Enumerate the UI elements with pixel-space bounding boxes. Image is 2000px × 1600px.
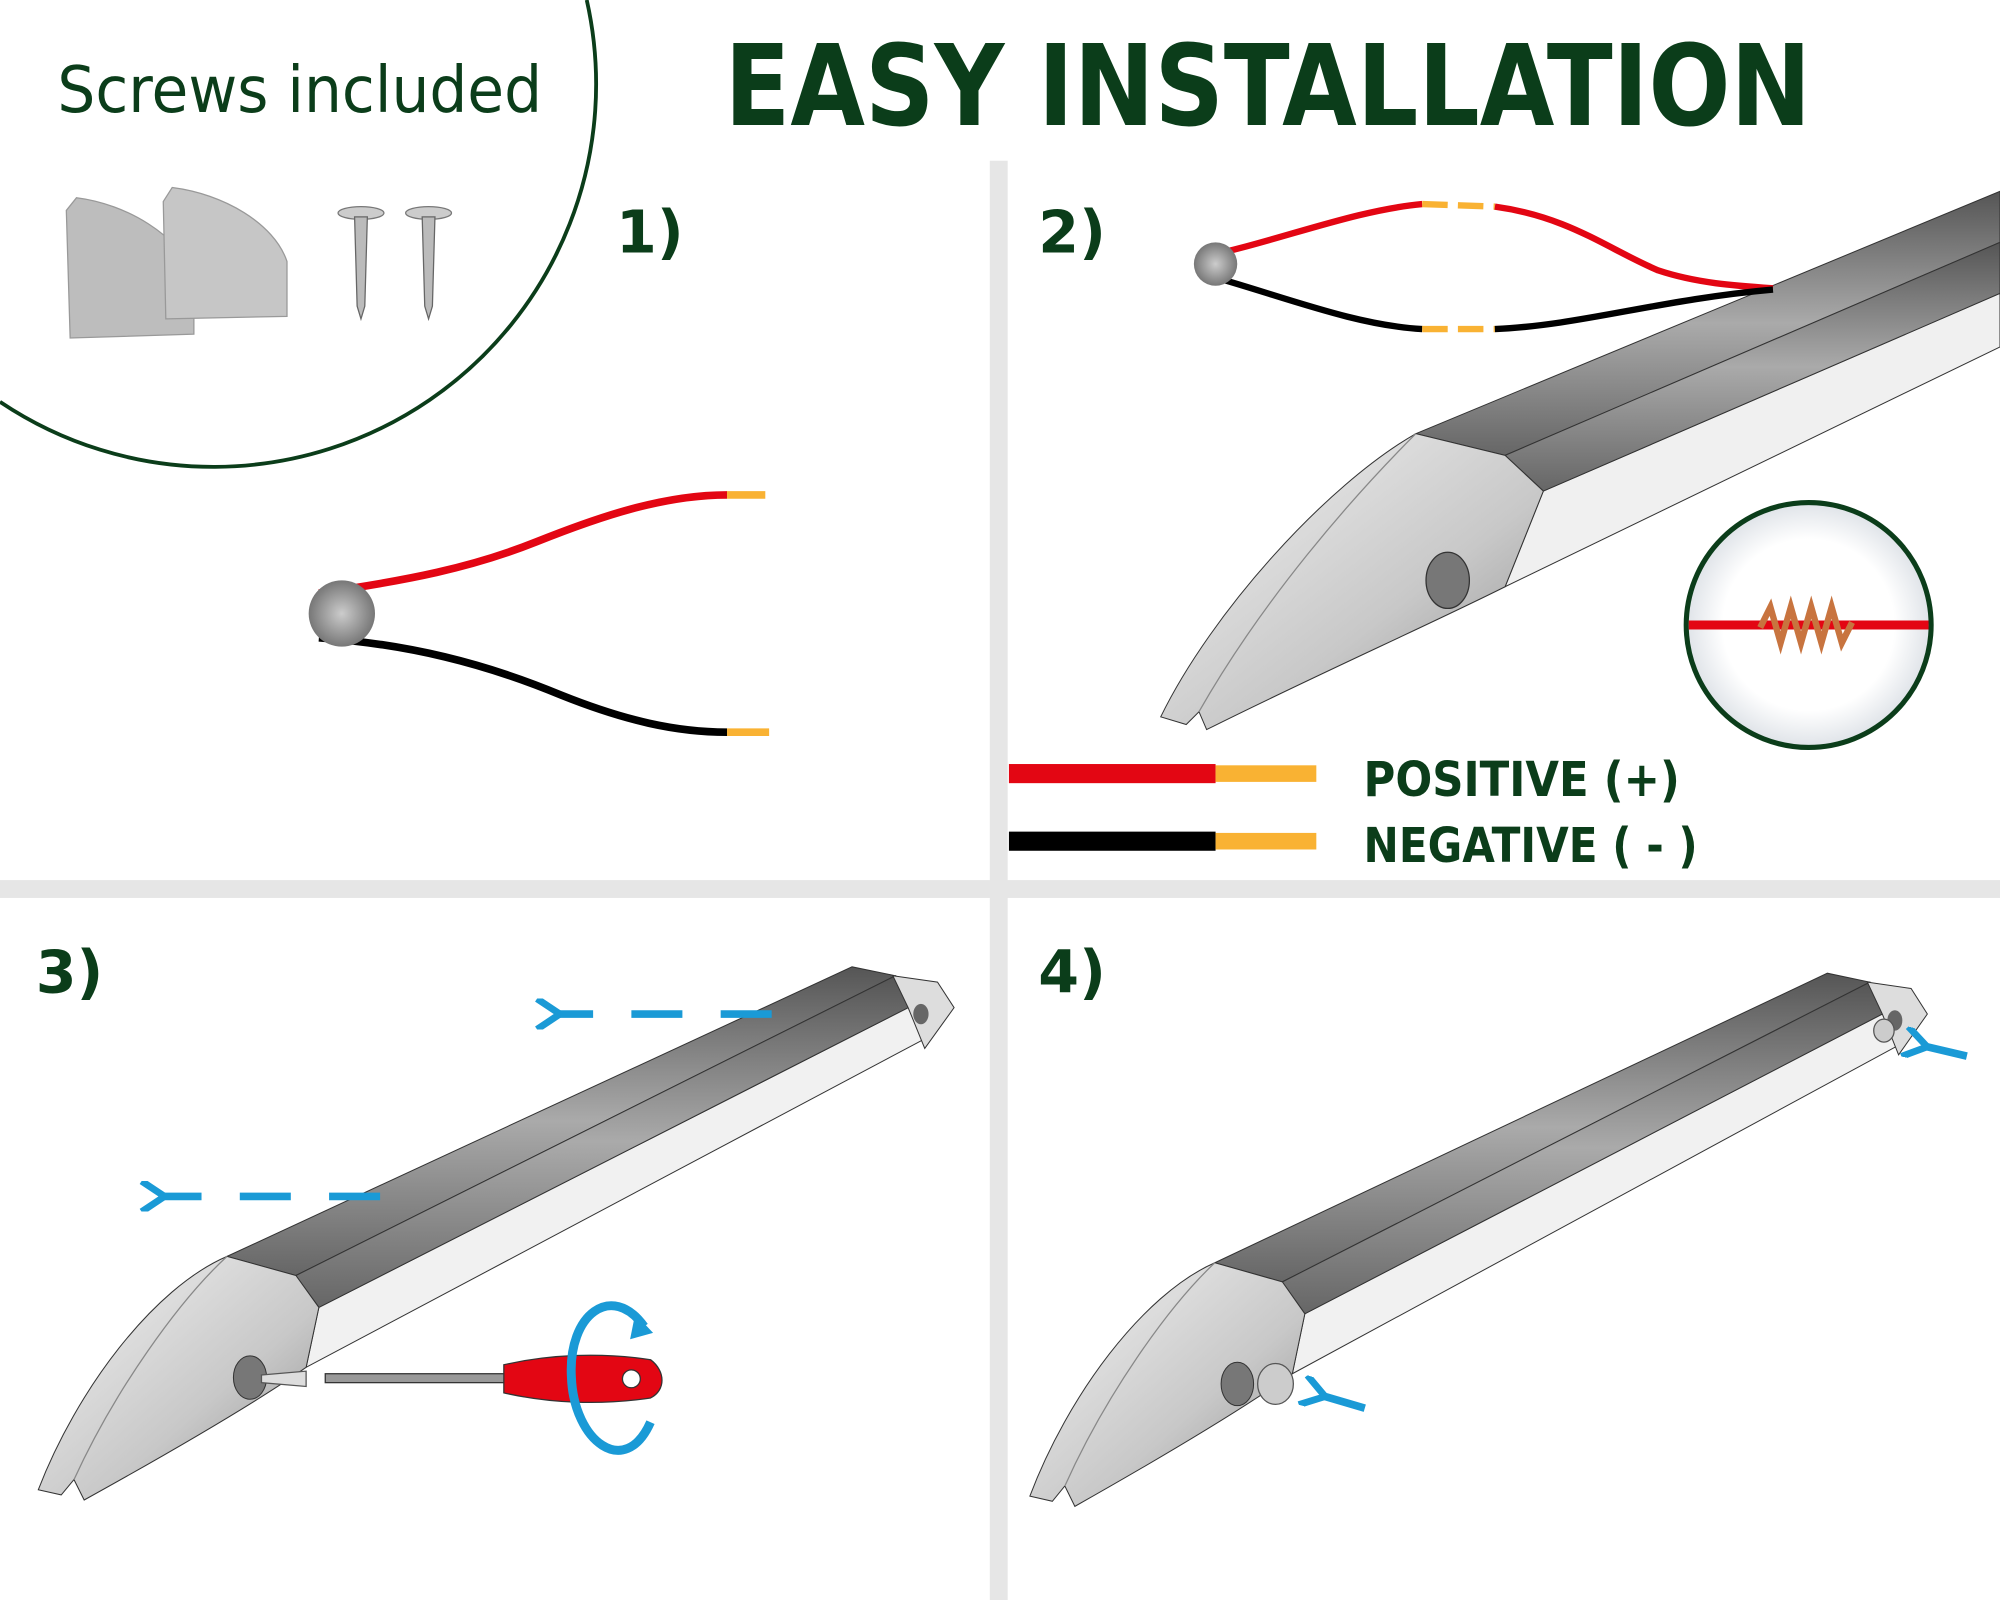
step-2-label: 2) [1038,199,1106,267]
negative-wire-swatch [1008,831,1216,851]
direction-arrow-icon [161,1014,772,1196]
direction-arrow-icon [1321,1046,1968,1412]
end-cap-icon [1257,1018,1895,1405]
twisted-wire-magnifier-icon [1683,499,1934,750]
end-cap-icon [65,186,288,339]
negative-label: NEGATIVE ( - ) [1364,818,1698,874]
positive-wire-swatch [1008,764,1216,784]
led-rail-icon [1159,190,2000,731]
screws-icon [337,205,453,322]
positive-label: POSITIVE (+) [1364,752,1680,808]
led-rail-icon [1029,972,1928,1508]
wire-pair-icon [1193,200,1774,333]
page-title: EASY INSTALLATION [724,22,1811,152]
step-4-label: 4) [1038,938,1106,1006]
screws-included-label: Screws included [57,54,542,128]
screwdriver-icon [260,1354,663,1404]
screws-callout-circle [0,0,599,469]
rotate-arrow-icon [566,1301,655,1455]
horizontal-divider [0,880,2000,898]
wire-legend: POSITIVE (+) NEGATIVE ( - ) [1008,752,1698,874]
step-1-label: 1) [616,199,684,267]
led-rail-icon [37,966,955,1501]
step-3-label: 3) [36,938,104,1006]
wire-pair-icon [308,491,770,736]
